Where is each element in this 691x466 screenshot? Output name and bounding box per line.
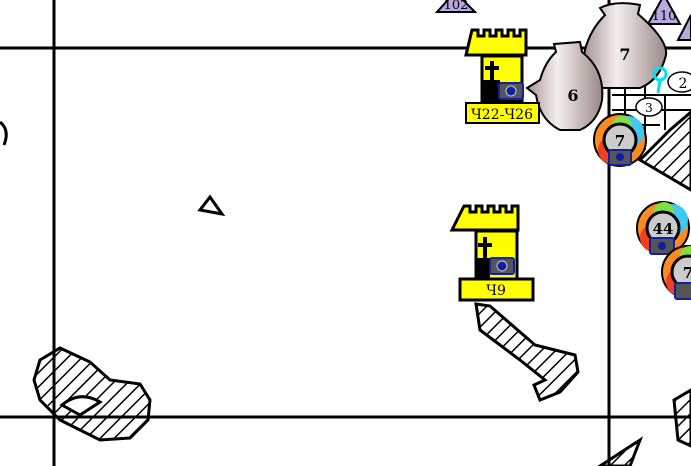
svg-text:Ч22-Ч26: Ч22-Ч26 xyxy=(471,107,533,123)
triangle-marker-1[interactable]: 1 xyxy=(676,14,691,41)
vase-marker-6[interactable]: 6 xyxy=(525,40,604,131)
svg-text:44: 44 xyxy=(653,220,674,238)
terrain-shapes xyxy=(0,80,691,466)
flower-marker-44[interactable]: 44 xyxy=(636,201,690,255)
svg-text:7: 7 xyxy=(615,132,625,150)
svg-text:1: 1 xyxy=(688,25,691,40)
svg-text:3: 3 xyxy=(645,101,653,115)
svg-text:102: 102 xyxy=(444,0,469,13)
flower-marker-7b[interactable]: 7 xyxy=(661,245,691,300)
svg-text:2: 2 xyxy=(679,76,688,92)
oval-marker-3[interactable]: 3 xyxy=(635,97,663,117)
svg-text:7: 7 xyxy=(683,264,691,282)
svg-text:110: 110 xyxy=(652,9,677,24)
svg-text:7: 7 xyxy=(619,45,630,64)
camera-icon[interactable] xyxy=(649,237,675,255)
oval-marker-2[interactable]: 2 xyxy=(667,71,691,93)
camera-icon[interactable] xyxy=(674,282,691,300)
triangle-marker-102[interactable]: 102 xyxy=(434,0,478,13)
svg-text:Ч9: Ч9 xyxy=(486,283,506,299)
camera-icon[interactable] xyxy=(498,82,524,100)
tower-marker-ch9[interactable]: Ч9 xyxy=(449,204,535,302)
camera-icon[interactable] xyxy=(489,257,515,275)
triangle-marker-110[interactable]: 110 xyxy=(646,0,682,25)
camera-icon[interactable] xyxy=(608,149,632,166)
grave-cross-icon xyxy=(482,61,500,100)
tower-marker-ch22-ch26[interactable]: Ч22-Ч26 xyxy=(464,28,540,124)
key-icon[interactable] xyxy=(652,66,668,94)
grave-cross-icon xyxy=(476,237,492,278)
flower-marker-7[interactable]: 7 xyxy=(593,113,647,167)
svg-text:6: 6 xyxy=(567,86,578,105)
